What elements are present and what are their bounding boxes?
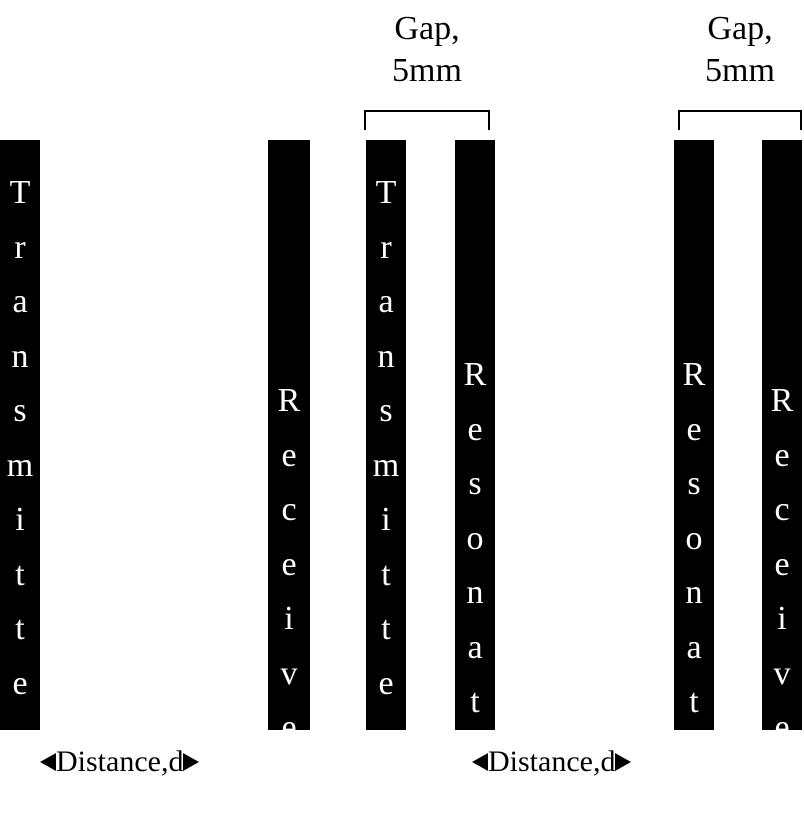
bar-letter: m: [372, 446, 400, 484]
bar-letter: T: [375, 174, 397, 211]
bar-letter: n: [377, 337, 395, 375]
bar-letter: s: [468, 465, 482, 502]
bar-letter: R: [463, 356, 487, 393]
bar-letter: r: [380, 719, 392, 756]
bar-letter: r: [688, 792, 700, 829]
bar-letter: a: [378, 283, 394, 320]
bar-letter: o: [466, 519, 484, 557]
bar-letter: R: [770, 382, 794, 419]
bar-letter: m: [6, 446, 34, 484]
bar-letter: e: [281, 545, 297, 583]
bar-letter: c: [774, 491, 790, 528]
bar-letter: t: [15, 610, 25, 647]
gap-bracket-1: [364, 110, 490, 130]
bar-letter: r: [283, 763, 295, 801]
bar-letter: t: [689, 683, 699, 720]
bar-letter: R: [682, 356, 706, 393]
right-arrow-icon: [183, 753, 200, 771]
bar-letter: s: [13, 392, 27, 429]
bar-letter: r: [380, 228, 392, 266]
distance-text-2: Distance,d: [488, 745, 616, 778]
left-arrow-icon: [40, 753, 56, 771]
bar-letter: e: [774, 436, 790, 474]
bar-letter: r: [776, 763, 788, 801]
bar-letter: c: [281, 491, 297, 528]
bar-letter: e: [378, 664, 394, 702]
distance-label-2: Distance,d: [472, 744, 632, 780]
bar-letter: t: [381, 610, 391, 647]
bar-letter: a: [467, 628, 483, 666]
bar-letter: e: [281, 436, 297, 474]
bar-letter: e: [281, 709, 297, 746]
bar-letter: e: [12, 664, 28, 702]
bar-letter: s: [687, 465, 701, 502]
bar-letter: i: [284, 600, 294, 637]
bar-letter: e: [774, 709, 790, 746]
bar-letter: R: [277, 382, 301, 419]
bar-letter: r: [14, 719, 26, 756]
gap-bracket-2: [678, 110, 802, 130]
bar-letter: e: [686, 410, 702, 448]
bar-letter: o: [685, 737, 703, 775]
right-arrow-icon: [615, 753, 632, 771]
bar-letter: n: [466, 574, 484, 611]
bar-letter: i: [15, 501, 25, 538]
bar-letter: t: [470, 683, 480, 720]
bar-letter: n: [11, 337, 29, 375]
bar-letter: i: [381, 501, 391, 538]
bar-letter: e: [774, 545, 790, 583]
bar-letter: a: [686, 628, 702, 666]
bar-letter: r: [469, 792, 481, 829]
coil-configuration-diagram: { "bars": [ {"id": "transmitter-1", "tex…: [0, 10, 802, 829]
bar-letter: e: [467, 410, 483, 448]
bar-letter: a: [12, 283, 28, 320]
gap-label-2: Gap, 5mm: [705, 10, 775, 89]
gap-label-1: Gap, 5mm: [392, 10, 462, 89]
bar-letter: i: [777, 600, 787, 637]
left-arrow-icon: [472, 753, 488, 771]
bar-letter: t: [15, 555, 25, 593]
bar-letter: T: [9, 174, 31, 211]
bar-letter: o: [685, 519, 703, 557]
bar-letter: n: [685, 574, 703, 611]
bar-letter: s: [379, 392, 393, 429]
bar-letter: v: [280, 654, 298, 692]
distance-text-1: Distance,d: [56, 745, 184, 778]
bar-letter: v: [773, 654, 791, 692]
distance-label-1: Distance,d: [40, 744, 200, 780]
bar-letter: r: [14, 228, 26, 266]
bar-letter: t: [381, 555, 391, 593]
